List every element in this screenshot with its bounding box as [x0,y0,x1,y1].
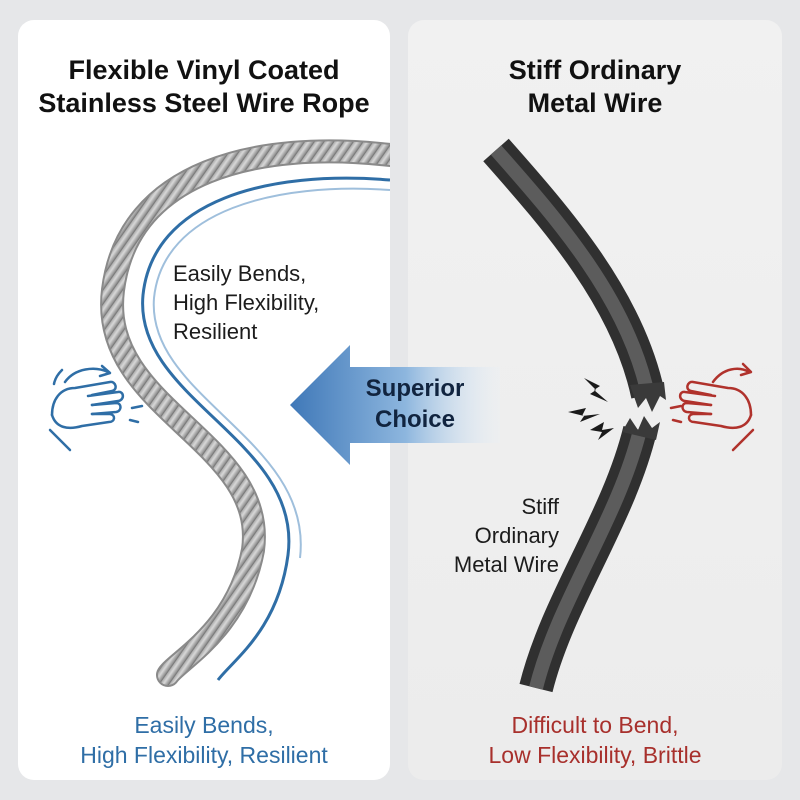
feature-label: Stiff Ordinary Metal Wire [453,494,559,577]
feature-label: Easily Bends, High Flexibility, Resilien… [173,261,320,344]
summary-label: Easily Bends, High Flexibility, Resilien… [80,712,328,768]
metal-wire-illustration [483,138,755,693]
crack-icon [568,378,614,440]
panel-title: Stiff Ordinary Metal Wire [508,55,682,118]
arrow-label: Superior Choice [365,375,465,433]
panel-title: Flexible Vinyl Coated Stainless Steel Wi… [38,55,370,118]
arrow-left-icon [290,345,500,465]
superior-choice-arrow: Superior Choice [290,345,500,465]
hand-bend-icon [669,362,755,452]
wire-rope-illustration [48,139,390,687]
summary-label: Difficult to Bend, Low Flexibility, Brit… [488,712,702,768]
hand-bend-icon [48,364,144,452]
